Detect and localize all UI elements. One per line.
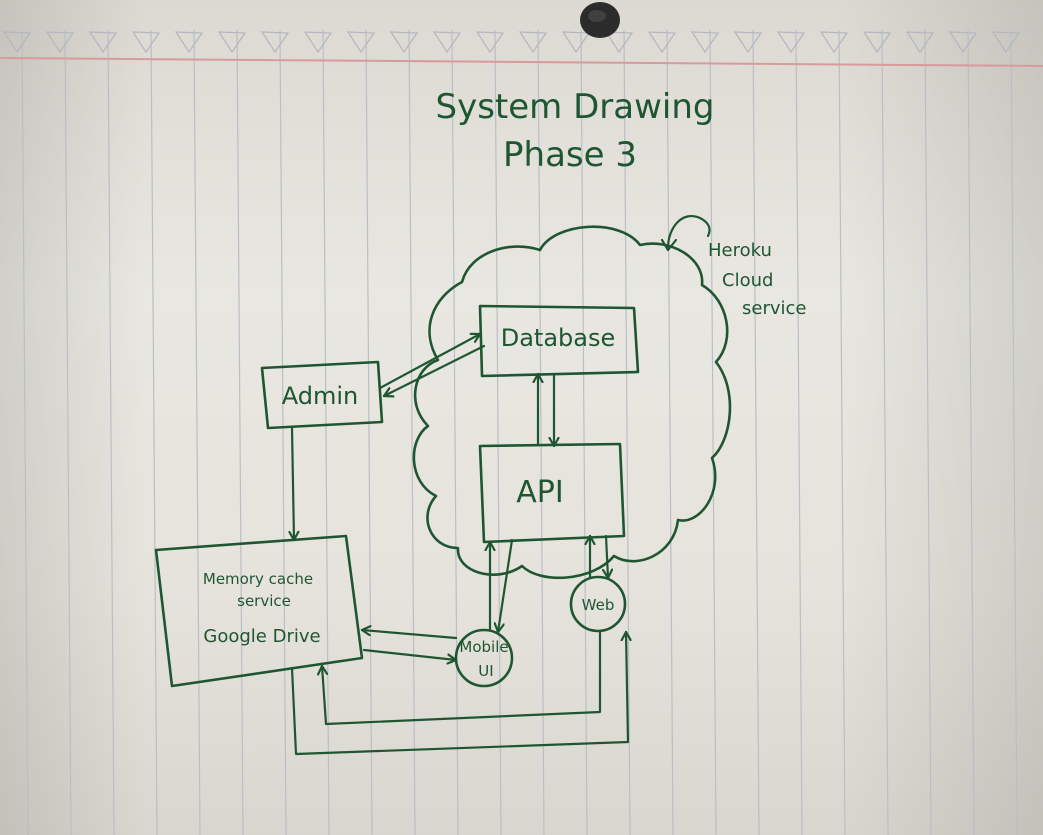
header-triangle: [733, 31, 763, 54]
database-box: [478, 304, 640, 378]
paper-rule-line: [322, 29, 330, 835]
memory-cache-label-line1: Memory cache: [203, 570, 313, 588]
paper-rule-line: [236, 29, 244, 835]
header-triangle: [303, 31, 333, 54]
header-triangle: [432, 31, 462, 54]
paper-rule-line: [365, 29, 373, 835]
memory-cache-box: [154, 534, 364, 688]
cloud-label-line3: service: [742, 298, 806, 319]
api-label: API: [516, 475, 563, 510]
web-label: Web: [582, 596, 615, 614]
paper-rule-line: [537, 29, 545, 835]
arrow-cache-to-mobile: [362, 648, 458, 660]
arrow-admin-to-database: [378, 334, 482, 390]
header-triangle: [260, 31, 290, 54]
header-triangle: [88, 31, 118, 54]
mobile-ui-label-line2: UI: [478, 662, 493, 680]
diagram-title-line1: System Drawing: [436, 87, 715, 127]
paper-rule-line: [64, 29, 72, 835]
paper-rule-line: [838, 29, 846, 835]
cloud-label-line2: Cloud: [722, 270, 773, 291]
paper-rule-line: [150, 29, 158, 835]
api-box: [478, 442, 626, 544]
paper-rule-line: [967, 29, 975, 835]
web-node: [569, 575, 627, 633]
header-triangle: [2, 31, 32, 54]
paper-rule-line: [408, 29, 416, 835]
header-triangle: [45, 31, 75, 54]
header-triangles: [2, 31, 1021, 54]
google-drive-label: Google Drive: [203, 626, 320, 647]
header-triangle: [346, 31, 376, 54]
paper-rule-line: [193, 29, 201, 835]
header-triangle: [647, 31, 677, 54]
paper-rule-line: [107, 29, 115, 835]
margin-line: [0, 57, 1043, 67]
memory-cache-label-line2: service: [237, 592, 291, 610]
paper-rule-line: [21, 29, 29, 835]
paper-rule-line: [924, 29, 932, 835]
header-triangle: [862, 31, 892, 54]
heroku-cloud-shape: [412, 225, 732, 580]
header-triangle: [475, 31, 505, 54]
paper-rule-line: [881, 29, 889, 835]
connectors: [290, 334, 628, 756]
paper-rule-line: [279, 29, 287, 835]
arrow-database-to-admin: [382, 344, 486, 396]
header-triangle: [776, 31, 806, 54]
header-triangle: [690, 31, 720, 54]
header-triangle: [389, 31, 419, 54]
paper-rule-line: [666, 29, 674, 835]
admin-label: Admin: [282, 382, 359, 410]
paper-rule-line: [795, 29, 803, 835]
cloud-label-line1: Heroku: [708, 240, 772, 261]
header-triangle: [948, 31, 978, 54]
header-triangle: [217, 31, 247, 54]
paper-rule-line: [752, 29, 760, 835]
paper-rules: [21, 29, 1018, 835]
arrow-api-to-web: [606, 534, 608, 580]
paper-rule-line: [709, 29, 717, 835]
arrow-admin-to-cache: [292, 426, 294, 542]
arrow-web-to-cache: [322, 630, 602, 726]
paper-rule-line: [1010, 29, 1018, 835]
header-triangle: [174, 31, 204, 54]
header-triangle: [604, 31, 634, 54]
mobile-ui-label-line1: Mobile: [459, 638, 508, 656]
header-triangle: [561, 31, 591, 54]
arrow-api-to-mobile: [498, 538, 514, 634]
cloud-label-pointer: [666, 215, 711, 250]
header-triangle: [131, 31, 161, 54]
arrow-mobile-to-cache: [360, 630, 458, 640]
admin-box: [260, 360, 384, 430]
header-triangle: [819, 31, 849, 54]
paper-rule-line: [580, 29, 588, 835]
paper-rule-line: [451, 29, 459, 835]
arrow-cache-to-web: [290, 630, 628, 756]
paper-rule-line: [494, 29, 502, 835]
header-triangle: [905, 31, 935, 54]
database-label: Database: [501, 324, 616, 352]
paper-rule-line: [623, 29, 631, 835]
header-triangle: [518, 31, 548, 54]
diagram-title-line2: Phase 3: [503, 135, 637, 175]
header-triangle: [991, 31, 1021, 54]
